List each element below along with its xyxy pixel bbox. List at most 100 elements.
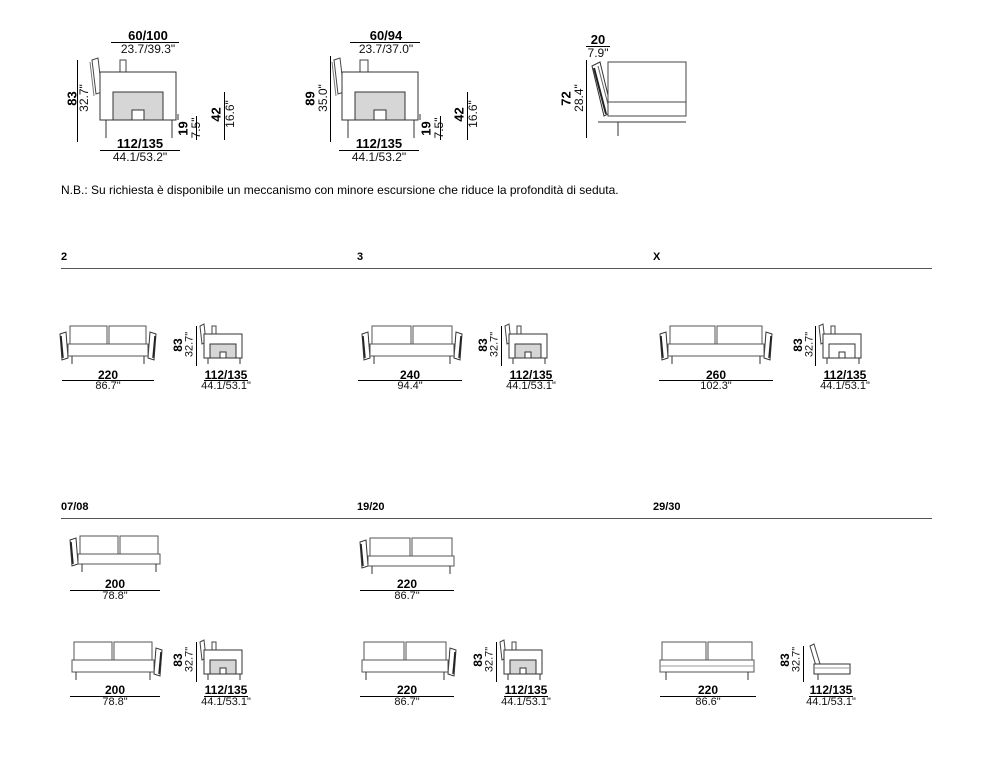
profile-b-height-rule [330, 56, 331, 142]
section-2-depth-rule [204, 380, 248, 381]
profile-b-leg-main: 19 [418, 121, 434, 136]
profile-a-seat-sub: 16.6" [223, 100, 237, 128]
section-2930-title: 29/30 [653, 501, 681, 513]
section-x-depth-main: 112/135 [823, 368, 867, 382]
section-1920-height-rule [496, 642, 497, 682]
section-1920-title: 19/20 [357, 501, 385, 513]
section-2-height-sub: 32.7" [183, 331, 196, 358]
section-2930-height-main: 83 [778, 653, 792, 667]
profile-b-sofa-drawing [331, 57, 421, 138]
section-2-height-rule [196, 326, 197, 366]
section-2930-depth-sub: 44.1/53.1" [806, 696, 856, 708]
section-0708-height-sub: 32.7" [183, 646, 196, 673]
section-1920-top-width-main: 220 [396, 577, 418, 591]
section-2-side-drawing [199, 323, 243, 364]
section-2930-depth-rule [809, 696, 853, 697]
profile-b-leg-rule [440, 116, 441, 140]
section-1920-top-drawing [359, 537, 455, 574]
profile-a-seat-main: 42 [208, 107, 224, 122]
section-x-width-sub: 102.3" [700, 380, 732, 392]
section-1920-width-main: 220 [396, 683, 418, 697]
profile-c-height-main: 72 [558, 91, 574, 106]
section-1920-top-width-rule [360, 590, 454, 591]
profile-a-depth-sub: 23.7/39.3" [120, 42, 176, 56]
section-0708-depth-rule [204, 696, 248, 697]
note-text: N.B.: Su richiesta è disponibile un mecc… [61, 183, 619, 197]
section-1920-width-sub: 86.7" [394, 696, 420, 708]
profile-c-depth-rule [586, 46, 610, 47]
section-3-side-drawing [504, 323, 548, 364]
section-1920-width-rule [360, 696, 454, 697]
section-2930-height-rule [803, 646, 804, 682]
section-3-width-rule [358, 380, 462, 381]
section-0708-width-main: 200 [104, 683, 126, 697]
profile-a-width-main: 112/135 [116, 136, 164, 151]
profile-a-seat-rule [224, 92, 225, 140]
profile-a-leg-rule [196, 116, 197, 140]
profile-c-depth-sub: 7.9" [587, 46, 609, 60]
section-0708-top-drawing [69, 535, 161, 572]
section-3-depth-main: 112/135 [509, 368, 553, 382]
section-2-title: 2 [61, 251, 68, 263]
section-3-title: 3 [357, 251, 364, 263]
section-3-width-main: 240 [399, 368, 421, 382]
section-row-2-divider [61, 518, 932, 519]
section-3-height-sub: 32.7" [488, 331, 501, 358]
profile-a-depth-main: 60/100 [128, 28, 168, 43]
section-x-width-rule [659, 380, 773, 381]
section-x-front-drawing [659, 325, 773, 364]
section-1920-height-main: 83 [471, 653, 485, 667]
profile-b-width-main: 112/135 [355, 136, 403, 151]
section-x-height-sub: 32.7" [803, 331, 816, 358]
section-1920-depth-main: 112/135 [504, 683, 548, 697]
section-0708-top-width-main: 200 [104, 577, 126, 591]
section-2-depth-sub: 44.1/53.1" [201, 380, 251, 392]
section-2930-height-sub: 32.7" [790, 646, 803, 673]
section-x-height-rule [815, 326, 816, 366]
section-0708-top-width-rule [70, 590, 160, 591]
section-1920-side-drawing [499, 639, 543, 680]
section-2-front-drawing [59, 325, 157, 364]
section-2930-width-sub: 86.6" [695, 696, 721, 708]
section-3-width-sub: 94.4" [397, 380, 423, 392]
profile-c-sofa-drawing [591, 61, 687, 136]
profile-b-height-main: 89 [302, 91, 318, 106]
section-3-height-main: 83 [476, 338, 490, 352]
section-0708-height-main: 83 [171, 653, 185, 667]
section-0708-width-rule [70, 696, 160, 697]
section-2-height-main: 83 [171, 338, 185, 352]
section-0708-depth-sub: 44.1/53.1" [201, 696, 251, 708]
section-2-depth-main: 112/135 [204, 368, 248, 382]
section-x-title: X [653, 251, 661, 263]
section-3-height-rule [501, 326, 502, 366]
section-0708-depth-main: 112/135 [204, 683, 248, 697]
section-2-width-main: 220 [97, 368, 119, 382]
profile-b-depth-sub: 23.7/37.0" [358, 42, 414, 56]
section-3-depth-rule [509, 380, 553, 381]
section-x-height-main: 83 [791, 338, 805, 352]
section-2-width-sub: 86.7" [95, 380, 121, 392]
section-3-front-drawing [361, 325, 463, 364]
section-x-depth-rule [823, 380, 867, 381]
section-0708-top-width-sub: 78.8" [102, 590, 128, 602]
section-2930-width-main: 220 [697, 683, 719, 697]
section-0708-front-drawing [71, 641, 163, 680]
section-x-depth-sub: 44.1/53.1" [820, 380, 870, 392]
section-2-width-rule [62, 380, 154, 381]
profile-b-seat-sub: 16.6" [466, 100, 480, 128]
profile-c-height-rule [586, 60, 587, 138]
profile-b-leg-sub: 7.5" [432, 117, 446, 139]
profile-b-seat-main: 42 [451, 107, 467, 122]
section-1920-depth-rule [504, 696, 548, 697]
section-1920-height-sub: 32.7" [483, 646, 496, 673]
section-0708-side-drawing [199, 639, 243, 680]
section-3-depth-sub: 44.1/53.1" [506, 380, 556, 392]
section-x-width-main: 260 [705, 368, 727, 382]
section-0708-height-rule [196, 642, 197, 682]
profile-b-depth-main: 60/94 [369, 28, 403, 43]
section-row-1-divider [61, 268, 932, 269]
profile-b-width-rule [339, 150, 419, 151]
profile-a-depth-rule [111, 42, 179, 43]
profile-b-seat-rule [467, 92, 468, 140]
profile-a-height-rule [77, 60, 78, 142]
